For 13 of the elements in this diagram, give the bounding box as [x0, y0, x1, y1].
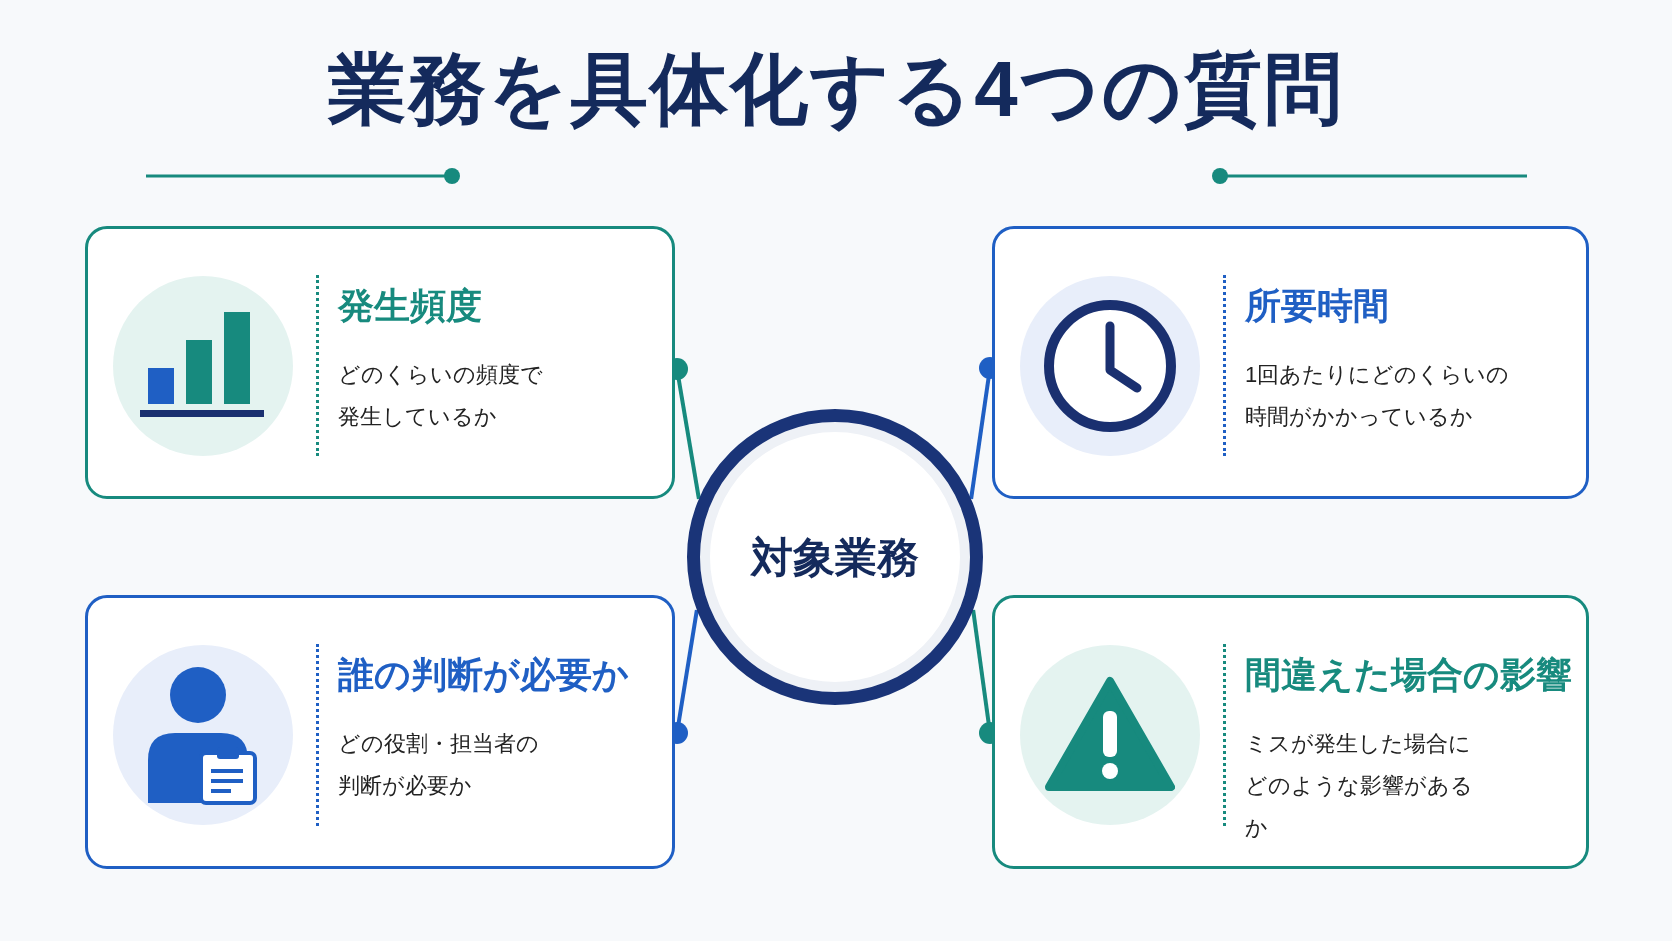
card-description: どのくらいの頻度で発生しているか [338, 361, 544, 431]
card-description: 1回あたりにどのくらいの時間がかかっているか [1245, 361, 1511, 431]
card-description: どの役割・担当者の判断が必要か [338, 730, 540, 800]
card-heading: 間違えた場合の影響 [1245, 653, 1572, 697]
question-card [85, 226, 675, 499]
question-card [992, 226, 1589, 499]
card-heading: 所要時間 [1245, 284, 1390, 328]
center-label: 対象業務 [751, 532, 919, 583]
question-card [992, 595, 1589, 869]
question-card [85, 595, 675, 869]
card-description: ミスが発生した場合にどのような影響があるか [1245, 730, 1474, 842]
card-heading: 誰の判断が必要か [338, 653, 629, 697]
card-heading: 発生頻度 [338, 284, 483, 328]
